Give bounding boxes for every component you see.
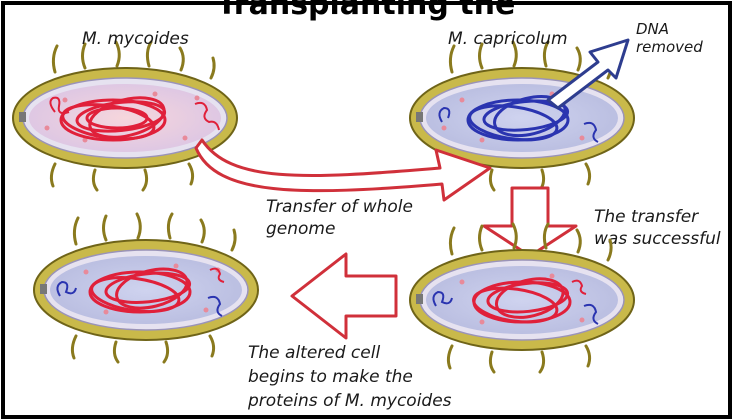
label-altered-3: proteins of M. mycoides [247, 391, 452, 411]
expression-left-arrow [292, 254, 396, 338]
label-altered-2: begins to make the [248, 367, 413, 387]
cell-pore [416, 294, 423, 304]
label-capricolum: M. capricolum [448, 29, 568, 49]
cytoplasm [426, 266, 618, 334]
label-dna: DNA [636, 20, 669, 38]
cell-altered [34, 214, 258, 362]
label-transfer-2: genome [266, 219, 335, 239]
success-down-arrow [484, 188, 576, 256]
cytoplasm [50, 256, 242, 324]
label-mycoides: M. mycoides [82, 29, 189, 49]
label-removed: removed [636, 38, 703, 56]
label-transfer-1: Transfer of whole [266, 197, 413, 217]
cell-pore [416, 112, 423, 122]
label-success-2: was successful [594, 229, 721, 249]
header-fragment: Transplanting the [217, 0, 516, 22]
cell-pore [40, 284, 47, 294]
label-altered-1: The altered cell [248, 343, 380, 363]
cell-mycoides-donor [13, 42, 237, 190]
cytoplasm [29, 84, 221, 152]
cytoplasm [426, 84, 618, 152]
cell-pore [19, 112, 26, 122]
label-success-1: The transfer [594, 207, 699, 227]
